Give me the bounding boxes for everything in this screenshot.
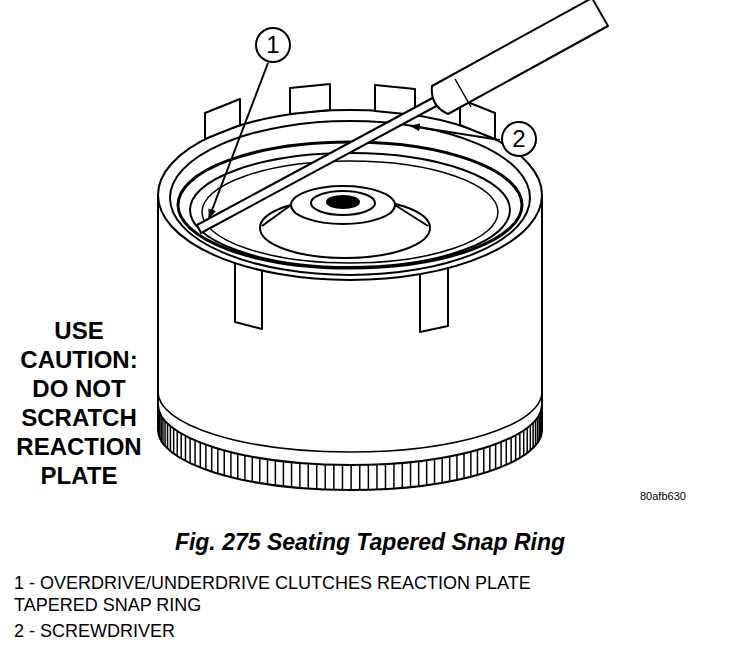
hub-side (395, 205, 428, 226)
leader-arrow (209, 63, 268, 218)
gear-tooth (359, 465, 361, 490)
screwdriver-handle (432, 0, 608, 114)
gear-tooth (477, 450, 479, 475)
gear-tooth (325, 464, 327, 489)
gear-band-edge (158, 392, 542, 452)
gear-tooth (523, 431, 525, 456)
gear-tooth (185, 436, 187, 461)
gear-tooth (402, 463, 404, 488)
gear-tooth (283, 461, 285, 486)
gear-tooth (376, 464, 378, 489)
screwdriver-shaft (197, 95, 442, 233)
gear-tooth (200, 443, 202, 468)
gear-tooth (251, 457, 253, 482)
gear-tooth (418, 461, 420, 486)
gear-tooth (173, 429, 175, 454)
gear-tooth (158, 410, 160, 435)
gear-tooth (194, 440, 196, 465)
callout-circle: 1 (255, 27, 291, 63)
hub-top (291, 186, 395, 224)
gear-tooth (538, 415, 540, 440)
drum-slot (235, 263, 262, 329)
callout-number: 2 (512, 127, 525, 151)
drum-finger (290, 84, 330, 114)
gear-tooth (275, 460, 277, 485)
gear-tooth (434, 459, 436, 484)
gear-tooth (426, 460, 428, 485)
gear-tooth (535, 420, 537, 445)
gear-tooth (489, 446, 491, 471)
gear-tooth (164, 421, 166, 446)
gear-tooth (519, 433, 521, 458)
gear-tooth (470, 452, 472, 477)
figure-caption: Fig. 275 Seating Tapered Snap Ring (100, 528, 640, 556)
leader-arrow (411, 126, 500, 140)
gear-tooth (162, 418, 164, 443)
gear-tooth (368, 465, 370, 490)
gear-tooth (532, 423, 534, 448)
gear-tooth (537, 418, 539, 443)
gear-tooth (449, 456, 451, 481)
gear-tooth (410, 462, 412, 487)
gear-tooth (217, 449, 219, 474)
drum-slot (420, 268, 448, 332)
gear-tooth (237, 454, 239, 479)
callout-number: 1 (266, 33, 279, 57)
gear-tooth (170, 426, 172, 451)
callout-circle: 2 (501, 121, 537, 157)
reaction-plate-edge (202, 161, 498, 263)
gear-tooth (530, 426, 532, 451)
gear-tooth (244, 455, 246, 480)
gear-tooth (515, 435, 517, 460)
gear-tooth (230, 452, 232, 477)
screwdriver-ferrule (455, 79, 471, 107)
hub-bore (311, 191, 375, 215)
gear-tooth (463, 453, 465, 478)
gear-tooth (160, 416, 162, 441)
hub-spline (327, 196, 359, 208)
gear-tooth (211, 447, 213, 472)
gear-tooth (180, 434, 182, 459)
gear-tooth (500, 442, 502, 467)
gear-tooth (259, 458, 261, 483)
gear-tooth (223, 450, 225, 475)
gear-tooth (342, 465, 344, 490)
gear-tooth (393, 463, 395, 488)
gear-tooth (441, 458, 443, 483)
gear-tooth (307, 464, 309, 489)
gear-tooth (506, 440, 508, 465)
gear-tooth (526, 428, 528, 453)
gear-tooth (205, 445, 207, 470)
drum-finger (205, 99, 240, 139)
legend-item: 1 - OVERDRIVE/UNDERDRIVE CLUTCHES REACTI… (14, 572, 614, 616)
gear-tooth (495, 444, 497, 469)
gear-tooth (316, 464, 318, 489)
gear-tooth (291, 462, 293, 487)
tapered-snap-ring (178, 142, 522, 268)
gear-tooth (510, 438, 512, 463)
warning-note: USE CAUTION: DO NOT SCRATCH REACTION PLA… (6, 316, 152, 490)
gear-tooth (483, 448, 485, 473)
gear-tooth (189, 438, 191, 463)
gear-tooth (333, 465, 335, 490)
gear-tooth (299, 463, 301, 488)
gear-tooth (176, 431, 178, 456)
gear-tooth (350, 465, 352, 490)
hub-side (262, 205, 291, 226)
figure-code: 80afb630 (640, 490, 686, 503)
gear-tooth (385, 464, 387, 489)
legend-item: 2 - SCREWDRIVER (14, 620, 175, 642)
gear-tooth (267, 459, 269, 484)
gear-tooth (167, 424, 169, 449)
gear-tooth (456, 455, 458, 480)
